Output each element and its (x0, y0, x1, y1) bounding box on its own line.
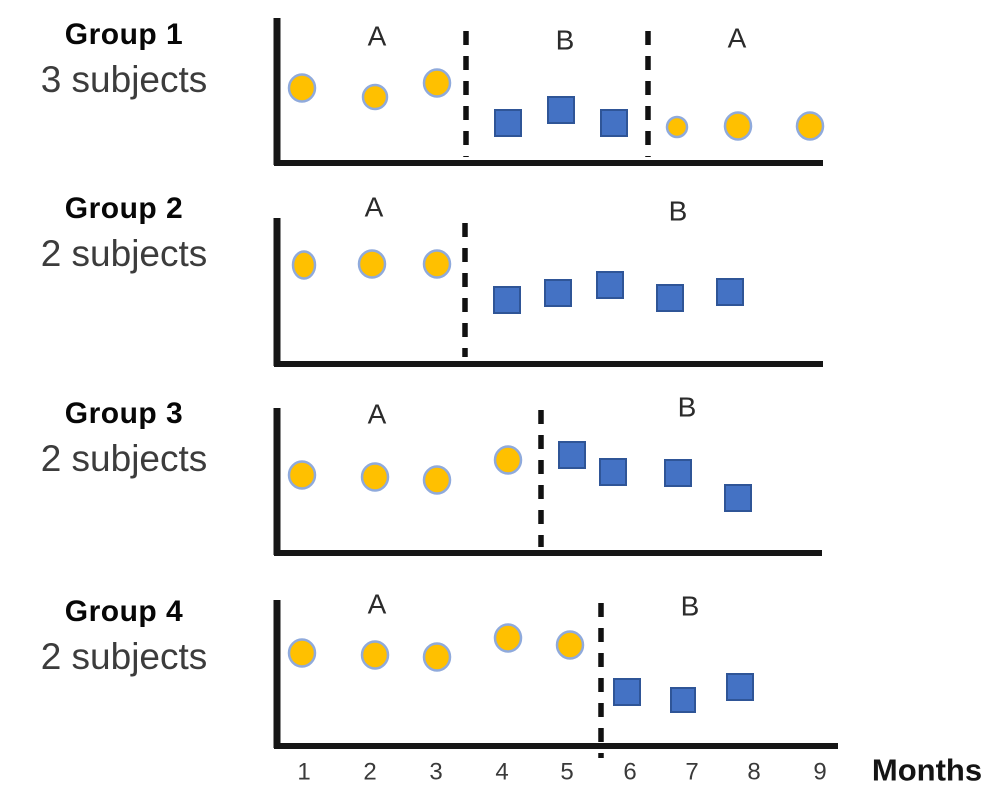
group-3-month-5-square-point (558, 441, 586, 469)
group-2-month-4-square-point (493, 286, 521, 314)
group-4-month-3-circle-point (422, 642, 452, 672)
months-axis-label: Months (872, 753, 982, 788)
group-3-month-3-circle-point (422, 465, 452, 495)
group-2-title: Group 2 (64, 192, 184, 225)
group-3-phase-label-1: A (368, 399, 387, 430)
group-2-month-8-square-point (716, 278, 744, 306)
group-2-month-5-square-point (544, 279, 572, 307)
group-1-title: Group 1 (64, 18, 184, 51)
group-3-month-8-square-point (724, 484, 752, 512)
group-2-label-block: Group 2 2 subjects (6, 188, 242, 278)
group-2-subjects: 2 subjects (40, 233, 208, 274)
group-1-month-9-circle-point (795, 111, 825, 141)
group-2-month-2-circle-point (357, 249, 387, 279)
group-1-label-block: Group 1 3 subjects (6, 14, 242, 104)
group-1-phase-label-1: A (368, 21, 387, 52)
group-4-month-5-circle-point (555, 630, 585, 660)
month-tick-label-5: 5 (560, 759, 573, 786)
group-3-month-7-square-point (664, 459, 692, 487)
group-3-title: Group 3 (64, 397, 184, 430)
group-4-month-4-circle-point (493, 623, 523, 653)
group-1-month-8-circle-point (723, 111, 753, 141)
group-2-month-7-square-point (656, 284, 684, 312)
group-2-month-3-circle-point (422, 249, 452, 279)
group-1-phase-label-3: A (728, 23, 747, 54)
group-2-phase-label-2: B (669, 196, 688, 227)
month-tick-label-2: 2 (363, 759, 376, 786)
group-1-month-1-circle-point (287, 73, 317, 103)
group-4-label-block: Group 4 2 subjects (6, 591, 242, 681)
month-tick-label-7: 7 (685, 759, 698, 786)
group-3-month-4-circle-point (493, 445, 523, 475)
group-4-subjects: 2 subjects (40, 636, 208, 677)
group-1-month-4-square-point (494, 109, 522, 137)
group-4-title: Group 4 (64, 595, 184, 628)
group-2-month-6-square-point (596, 271, 624, 299)
group-4-month-7-square-point (670, 687, 696, 713)
month-tick-label-6: 6 (623, 759, 636, 786)
group-4-month-2-circle-point (360, 640, 390, 670)
group-1-month-6-square-point (600, 109, 628, 137)
group-3-label-block: Group 3 2 subjects (6, 393, 242, 483)
group-2-month-1-circle-point (291, 250, 317, 280)
month-tick-label-8: 8 (747, 759, 760, 786)
group-3-month-6-square-point (599, 458, 627, 486)
group-1-month-7-circle-point (665, 115, 689, 139)
group-4-phase-label-2: B (681, 591, 700, 622)
group-4-month-1-circle-point (287, 638, 317, 668)
group-1-month-5-square-point (547, 96, 575, 124)
group-1-month-2-circle-point (361, 83, 389, 111)
group-1-month-3-circle-point (422, 68, 452, 98)
group-4-phase-label-1: A (368, 589, 387, 620)
group-1-subjects: 3 subjects (40, 59, 208, 100)
group-3-phase-label-2: B (678, 392, 697, 423)
month-tick-label-9: 9 (813, 759, 826, 786)
month-tick-label-1: 1 (297, 759, 310, 786)
group-1-phase-label-2: B (556, 25, 575, 56)
group-2-phase-label-1: A (365, 192, 384, 223)
month-tick-label-3: 3 (429, 759, 442, 786)
group-3-subjects: 2 subjects (40, 438, 208, 479)
group-4-month-6-square-point (613, 678, 641, 706)
group-3-month-1-circle-point (287, 460, 317, 490)
month-tick-label-4: 4 (495, 759, 508, 786)
group-3-month-2-circle-point (360, 462, 390, 492)
group-4-month-8-square-point (726, 673, 754, 701)
